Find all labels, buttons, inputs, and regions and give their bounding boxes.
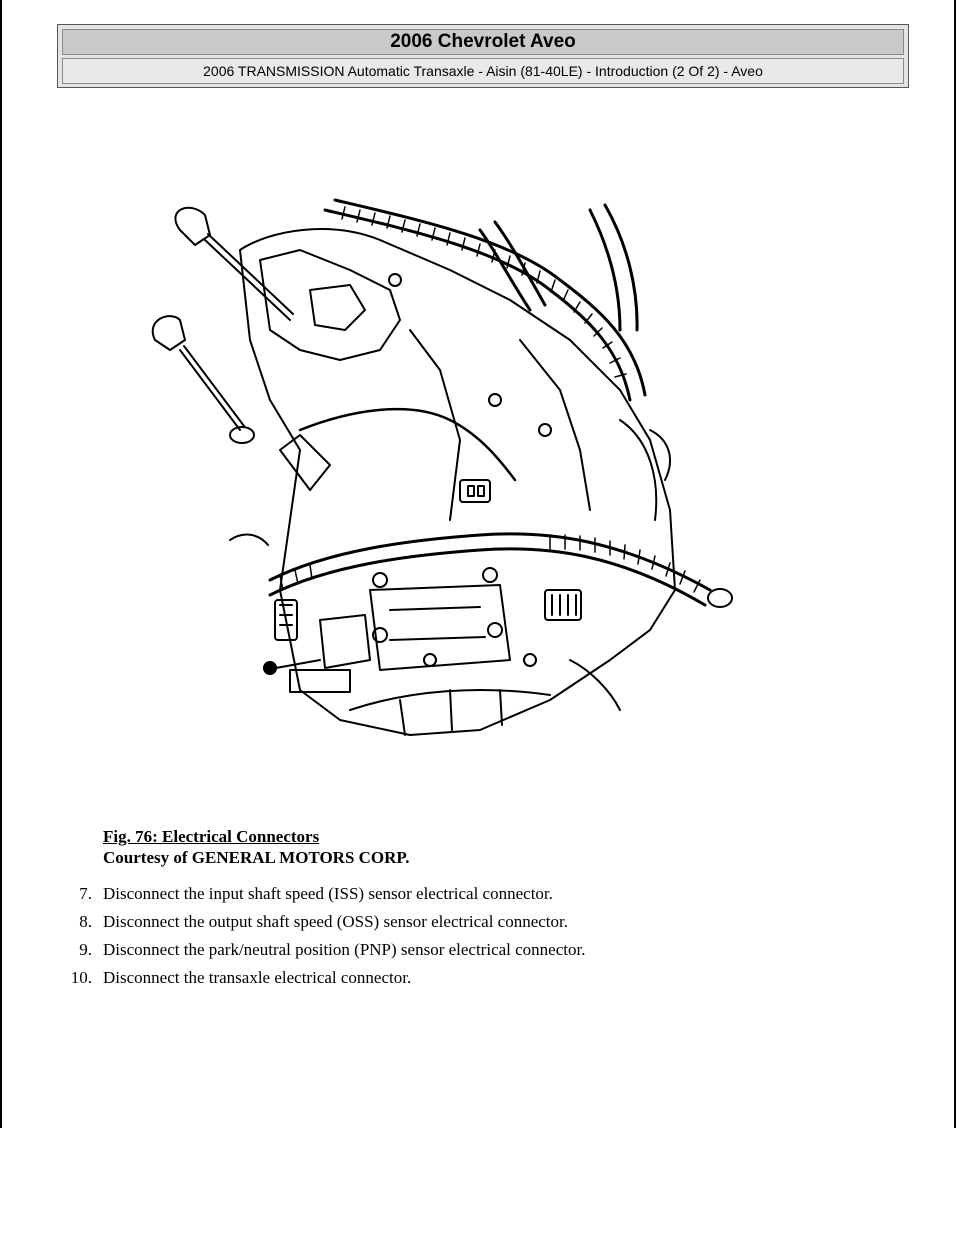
step-text: Disconnect the park/neutral position (PN… bbox=[103, 940, 586, 959]
step-number: 9. bbox=[79, 940, 92, 959]
page-border-left bbox=[0, 0, 2, 1128]
step-number: 7. bbox=[79, 884, 92, 903]
header-title: 2006 Chevrolet Aveo bbox=[62, 29, 904, 55]
page-border-right bbox=[954, 0, 956, 1128]
page-header: 2006 Chevrolet Aveo 2006 TRANSMISSION Au… bbox=[57, 24, 909, 88]
header-subtitle: 2006 TRANSMISSION Automatic Transaxle - … bbox=[62, 58, 904, 84]
step-number: 8. bbox=[79, 912, 92, 931]
step-text: Disconnect the transaxle electrical conn… bbox=[103, 968, 412, 987]
step-number: 10. bbox=[70, 968, 92, 987]
step-text: Disconnect the output shaft speed (OSS) … bbox=[103, 912, 569, 931]
figure-caption: Fig. 76: Electrical Connectors Courtesy … bbox=[103, 826, 410, 868]
step-text: Disconnect the input shaft speed (ISS) s… bbox=[103, 884, 553, 903]
figure-title: Fig. 76: Electrical Connectors bbox=[103, 827, 320, 846]
transaxle-illustration bbox=[150, 190, 750, 750]
figure-courtesy: Courtesy of GENERAL MOTORS CORP. bbox=[103, 848, 410, 867]
